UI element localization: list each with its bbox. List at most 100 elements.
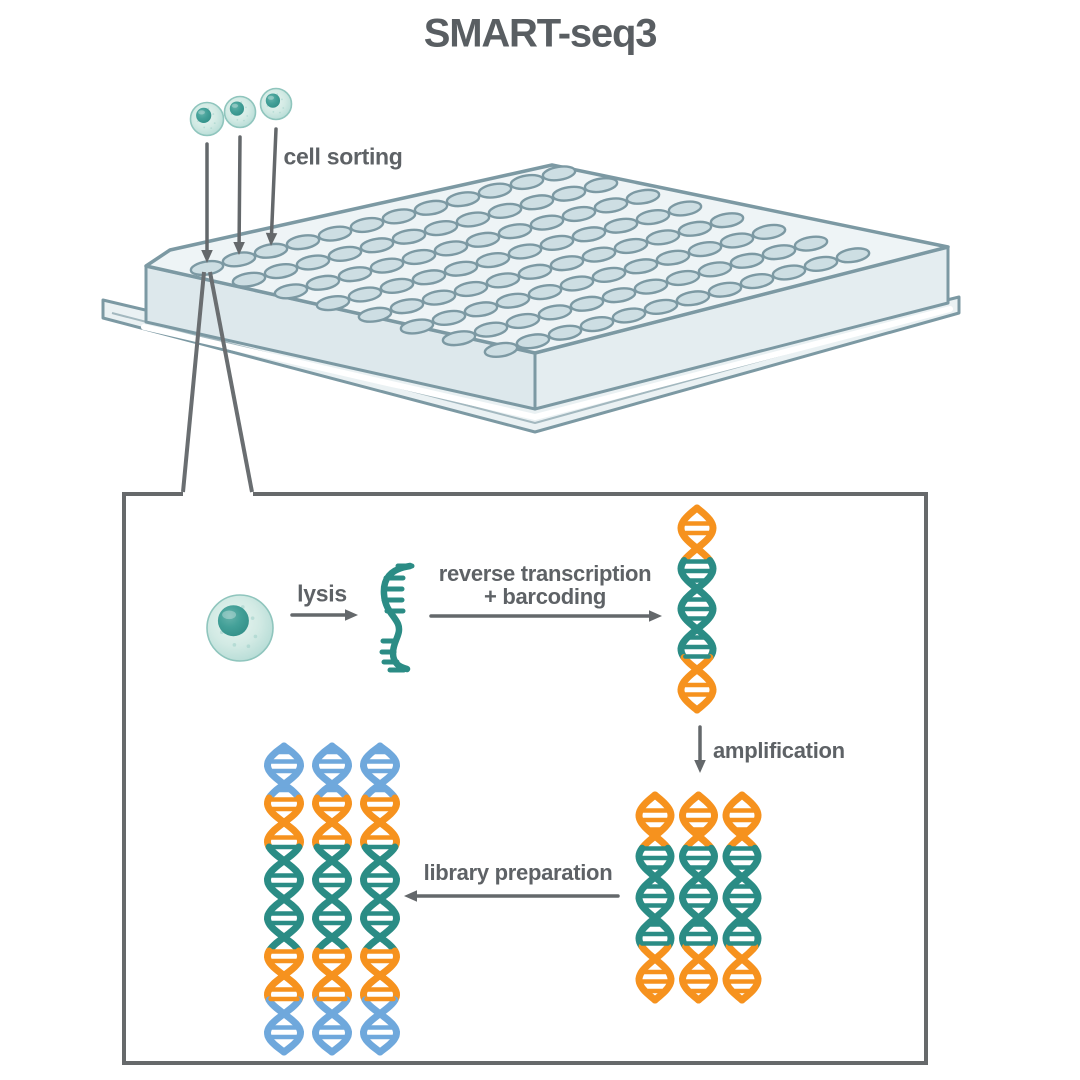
well bbox=[263, 262, 299, 280]
well bbox=[337, 266, 373, 283]
amplified-helices bbox=[635, 791, 762, 1004]
well bbox=[465, 231, 501, 248]
well bbox=[399, 318, 435, 335]
well bbox=[611, 307, 647, 324]
well bbox=[527, 283, 563, 301]
well bbox=[431, 309, 467, 327]
cell bbox=[189, 101, 225, 137]
sorted-cells bbox=[189, 87, 293, 137]
lysis-arrow bbox=[290, 609, 358, 621]
well bbox=[549, 255, 585, 272]
well bbox=[495, 292, 531, 309]
well bbox=[221, 251, 257, 268]
amplification-arrow bbox=[694, 725, 706, 773]
well bbox=[719, 232, 755, 249]
cdna-helix bbox=[677, 504, 717, 714]
well bbox=[675, 290, 711, 307]
well bbox=[347, 286, 383, 303]
reverse-transcription-label: reverse transcription + barcoding bbox=[439, 562, 652, 608]
well bbox=[529, 214, 565, 231]
well bbox=[761, 244, 797, 261]
well bbox=[389, 298, 425, 315]
well bbox=[803, 255, 839, 273]
well bbox=[483, 341, 519, 359]
well bbox=[591, 266, 627, 284]
well bbox=[453, 280, 489, 298]
well bbox=[349, 216, 385, 234]
well bbox=[401, 248, 437, 266]
well bbox=[441, 330, 477, 347]
well bbox=[709, 212, 745, 229]
well bbox=[285, 234, 321, 251]
well bbox=[687, 240, 723, 258]
cell bbox=[223, 95, 257, 129]
well bbox=[835, 247, 871, 264]
well bbox=[677, 220, 713, 237]
well bbox=[729, 252, 765, 269]
cell-sorting-arrows bbox=[201, 127, 278, 263]
well bbox=[751, 223, 787, 241]
well bbox=[537, 304, 573, 321]
well bbox=[593, 197, 629, 214]
well bbox=[655, 249, 691, 266]
well bbox=[579, 315, 615, 333]
well bbox=[189, 259, 225, 277]
well bbox=[551, 185, 587, 202]
well bbox=[433, 240, 469, 257]
well bbox=[463, 301, 499, 318]
well bbox=[541, 165, 577, 182]
well bbox=[645, 229, 681, 246]
well bbox=[423, 219, 459, 237]
well bbox=[517, 263, 553, 280]
well bbox=[327, 245, 363, 263]
well bbox=[739, 272, 775, 290]
well bbox=[635, 208, 671, 226]
library-helices bbox=[263, 742, 401, 1056]
library-preparation-arrow bbox=[404, 890, 620, 902]
library-preparation-label: library preparation bbox=[423, 860, 613, 885]
well bbox=[625, 188, 661, 205]
well bbox=[253, 242, 289, 259]
well bbox=[391, 228, 427, 245]
well bbox=[477, 182, 513, 199]
well bbox=[793, 235, 829, 252]
well bbox=[315, 294, 351, 312]
page-title: SMART-seq3 bbox=[423, 11, 658, 56]
cell bbox=[206, 594, 274, 662]
rna-strand bbox=[379, 562, 415, 673]
well bbox=[443, 260, 479, 277]
callout-box bbox=[122, 492, 928, 1065]
well bbox=[561, 205, 597, 223]
well bbox=[273, 283, 309, 300]
well bbox=[601, 287, 637, 304]
well bbox=[295, 254, 331, 271]
well bbox=[475, 251, 511, 269]
well bbox=[473, 321, 509, 338]
well bbox=[509, 173, 545, 191]
well bbox=[571, 226, 607, 243]
well bbox=[381, 208, 417, 225]
well bbox=[569, 295, 605, 312]
well-plate bbox=[101, 163, 961, 434]
well bbox=[359, 237, 395, 254]
well bbox=[455, 211, 491, 228]
well bbox=[613, 237, 649, 255]
well bbox=[539, 234, 575, 252]
well bbox=[507, 243, 543, 260]
well bbox=[497, 223, 533, 240]
reverse-transcription-line1: reverse transcription bbox=[438, 561, 652, 586]
well bbox=[581, 246, 617, 263]
lysis-label: lysis bbox=[297, 580, 347, 607]
well bbox=[369, 257, 405, 274]
well bbox=[505, 312, 541, 330]
cell bbox=[259, 87, 293, 121]
amplification-label: amplification bbox=[713, 738, 845, 763]
well bbox=[379, 277, 415, 295]
well bbox=[633, 278, 669, 295]
well bbox=[317, 225, 353, 242]
well bbox=[603, 217, 639, 234]
well bbox=[413, 199, 449, 216]
well bbox=[707, 281, 743, 298]
